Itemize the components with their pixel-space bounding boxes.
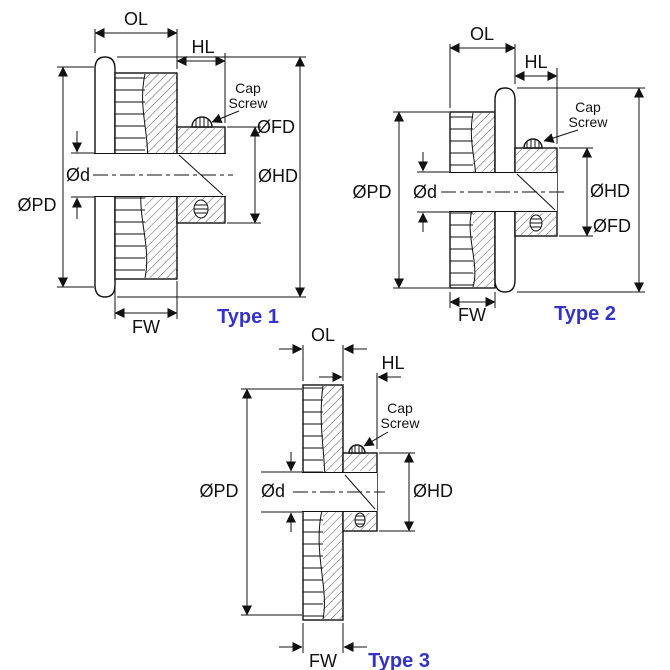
type3-hl-label: HL [381, 353, 404, 373]
type1-dim-fw: FW [114, 281, 178, 337]
type1-hl-label: HL [191, 37, 214, 57]
type2-dim-hl: HL [514, 52, 558, 144]
type1-cap-screw-icon [191, 116, 213, 128]
type2-hub-diagonal [516, 173, 556, 211]
type1-fd-label: ØFD [257, 117, 295, 137]
type3-dim-pd: ØPD [199, 388, 302, 616]
type1-cap-screw-callout: Cap Screw [211, 80, 269, 124]
type1-set-screw-icon [193, 199, 209, 219]
type1-pulley [93, 56, 233, 298]
type1-label: Type 1 [217, 306, 279, 328]
type2-dim-pd: ØPD [352, 111, 449, 289]
type2-fd-label: ØFD [593, 216, 631, 236]
type1-ol-label: OL [124, 9, 148, 29]
type2-cap-screw-label-line2: Screw [569, 114, 609, 130]
type1-dim-hl: HL [176, 37, 226, 123]
type1-hub-hatch-top [178, 128, 224, 153]
type1-hd-label: ØHD [258, 166, 298, 186]
type3-hub-hatch-top [344, 454, 376, 471]
type1-hub-diagonal [178, 154, 224, 196]
type3-hd-label: ØHD [413, 481, 453, 501]
type3-drawing: OL HL Cap Screw ØHD ØPD [199, 325, 453, 670]
type2-dim-fd: ØFD [517, 87, 645, 293]
type2-pd-label: ØPD [352, 182, 391, 202]
type3-bore-label: Ød [261, 481, 285, 501]
type2-drawing: OL HL Cap Screw ØHD ØFD ØPD [352, 24, 645, 325]
type2-cap-screw-icon [523, 138, 543, 149]
type2-hd-label: ØHD [590, 181, 630, 201]
type2-set-screw-icon [529, 214, 543, 232]
type3-break-line [318, 385, 326, 620]
type3-label: Type 3 [368, 650, 430, 670]
type1-dim-pd: ØPD [17, 66, 94, 288]
type3-set-screw-icon [354, 512, 366, 528]
type2-fw-label: FW [458, 305, 486, 325]
type3-cap-screw-callout: Cap Screw [363, 400, 421, 447]
type1-dim-hd: ØHD [227, 126, 298, 224]
type3-cap-screw-icon [348, 444, 366, 454]
type2-hl-label: HL [524, 52, 547, 72]
type3-fw-label: FW [309, 651, 337, 670]
type1-pd-label: ØPD [17, 195, 56, 215]
type2-dim-hd: ØHD [559, 147, 630, 237]
type1-drawing: OL HL Cap Screw ØFD ØHD ØPD [17, 9, 306, 337]
type3-dim-ol: OL [279, 325, 367, 381]
type3-dim-hd: ØHD [379, 452, 453, 532]
type2-dim-fw: FW [449, 292, 496, 325]
type2-dim-ol: OL [449, 24, 516, 108]
type3-dim-fw: FW [279, 623, 367, 670]
type3-pulley [293, 384, 385, 621]
type1-fw-label: FW [132, 317, 160, 337]
type3-dim-hl: HL [319, 353, 405, 449]
type1-dim-bore: Ød [66, 131, 94, 219]
type2-hub-hatch-top [516, 149, 556, 171]
type1-bore-label: Ød [66, 165, 90, 185]
type1-cap-screw-label-line1: Cap [235, 80, 261, 96]
type3-cap-screw-label-line1: Cap [387, 400, 413, 416]
type3-pd-label: ØPD [199, 481, 238, 501]
type2-dim-bore: Ød [413, 152, 449, 232]
type3-ol-label: OL [311, 325, 335, 345]
type2-cap-screw-callout: Cap Screw [543, 99, 609, 143]
type2-label: Type 2 [554, 303, 616, 325]
type1-dim-fd: ØFD [117, 56, 306, 298]
type1-cap-screw-label-line2: Screw [229, 95, 269, 111]
type2-pulley [441, 87, 565, 293]
type2-ol-label: OL [470, 24, 494, 44]
type2-bore-label: Ød [413, 182, 437, 202]
type1-dim-ol: OL [94, 9, 178, 69]
type3-hub-diagonal [344, 474, 376, 510]
type3-cap-screw-label-line2: Screw [381, 415, 421, 431]
type2-cap-screw-label-line1: Cap [575, 99, 601, 115]
type3-dim-bore: Ød [261, 452, 302, 532]
